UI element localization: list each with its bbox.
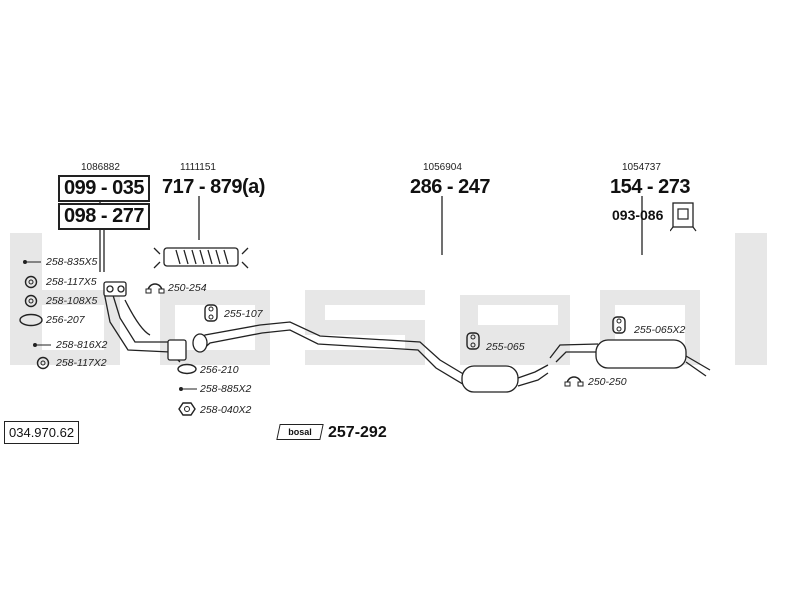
fitting-label-256-210: 256-210 (200, 364, 239, 376)
part-number-093-086: 093-086 (612, 207, 664, 223)
rubber-mount-icon (204, 304, 218, 322)
fitting-label-255-107: 255-107 (224, 308, 263, 320)
fitting-label-250-250: 250-250 (588, 376, 627, 388)
fitting-label-258-117X5: 258-117X5 (46, 276, 97, 288)
hex-nut-icon (178, 402, 196, 416)
part-number-286-247: 286 - 247 (410, 176, 491, 198)
set-number-box: 034.970.62 (4, 421, 80, 444)
spring-washer-icon (24, 294, 38, 308)
part-number-717-879: 717 - 879(a) (162, 176, 265, 198)
gasket-ring-icon (177, 363, 197, 375)
group-ref-1: 1086882 (81, 162, 120, 173)
fitting-label-258-117X2: 258-117X2 (56, 357, 107, 369)
assembly-kit-number: 257-292 (328, 424, 387, 441)
rubber-mount-icon (612, 316, 626, 334)
group-ref-3: 1056904 (423, 162, 462, 173)
part-number-099-035: 099 - 035 (58, 175, 151, 202)
fitting-label-255-065: 255-065 (486, 341, 525, 353)
fitting-label-255-065X2: 255-065X2 (634, 324, 686, 336)
group-ref-4: 1054737 (622, 162, 661, 173)
fitting-label-258-816X2: 258-816X2 (56, 339, 108, 351)
bolt-icon (33, 343, 51, 347)
fitting-label-256-207: 256-207 (46, 314, 85, 326)
fitting-label-258-040X2: 258-040X2 (200, 404, 252, 416)
clamp-icon (145, 283, 165, 294)
part-number-098-277: 098 - 277 (58, 203, 151, 230)
spring-washer-icon (36, 356, 50, 370)
bosal-box-icon: bosal (276, 424, 324, 440)
gasket-ring-icon (19, 313, 43, 327)
set-number: 034.970.62 (9, 425, 75, 440)
fitting-label-258-835X5: 258-835X5 (46, 256, 98, 268)
bolt-icon (179, 387, 197, 391)
fitting-label-258-108X5: 258-108X5 (46, 295, 98, 307)
spring-washer-icon (24, 275, 38, 289)
bosal-box-text: bosal (288, 427, 312, 437)
rubber-mount-icon (466, 332, 480, 350)
group-ref-2: 1111151 (180, 162, 216, 173)
fitting-label-258-885X2: 258-885X2 (200, 383, 252, 395)
hanger-bracket-icon (670, 202, 697, 232)
fitting-label-250-254: 250-254 (168, 282, 207, 294)
bolt-icon (23, 260, 41, 264)
clamp-icon (564, 376, 584, 387)
part-number-154-273: 154 - 273 (610, 176, 691, 198)
